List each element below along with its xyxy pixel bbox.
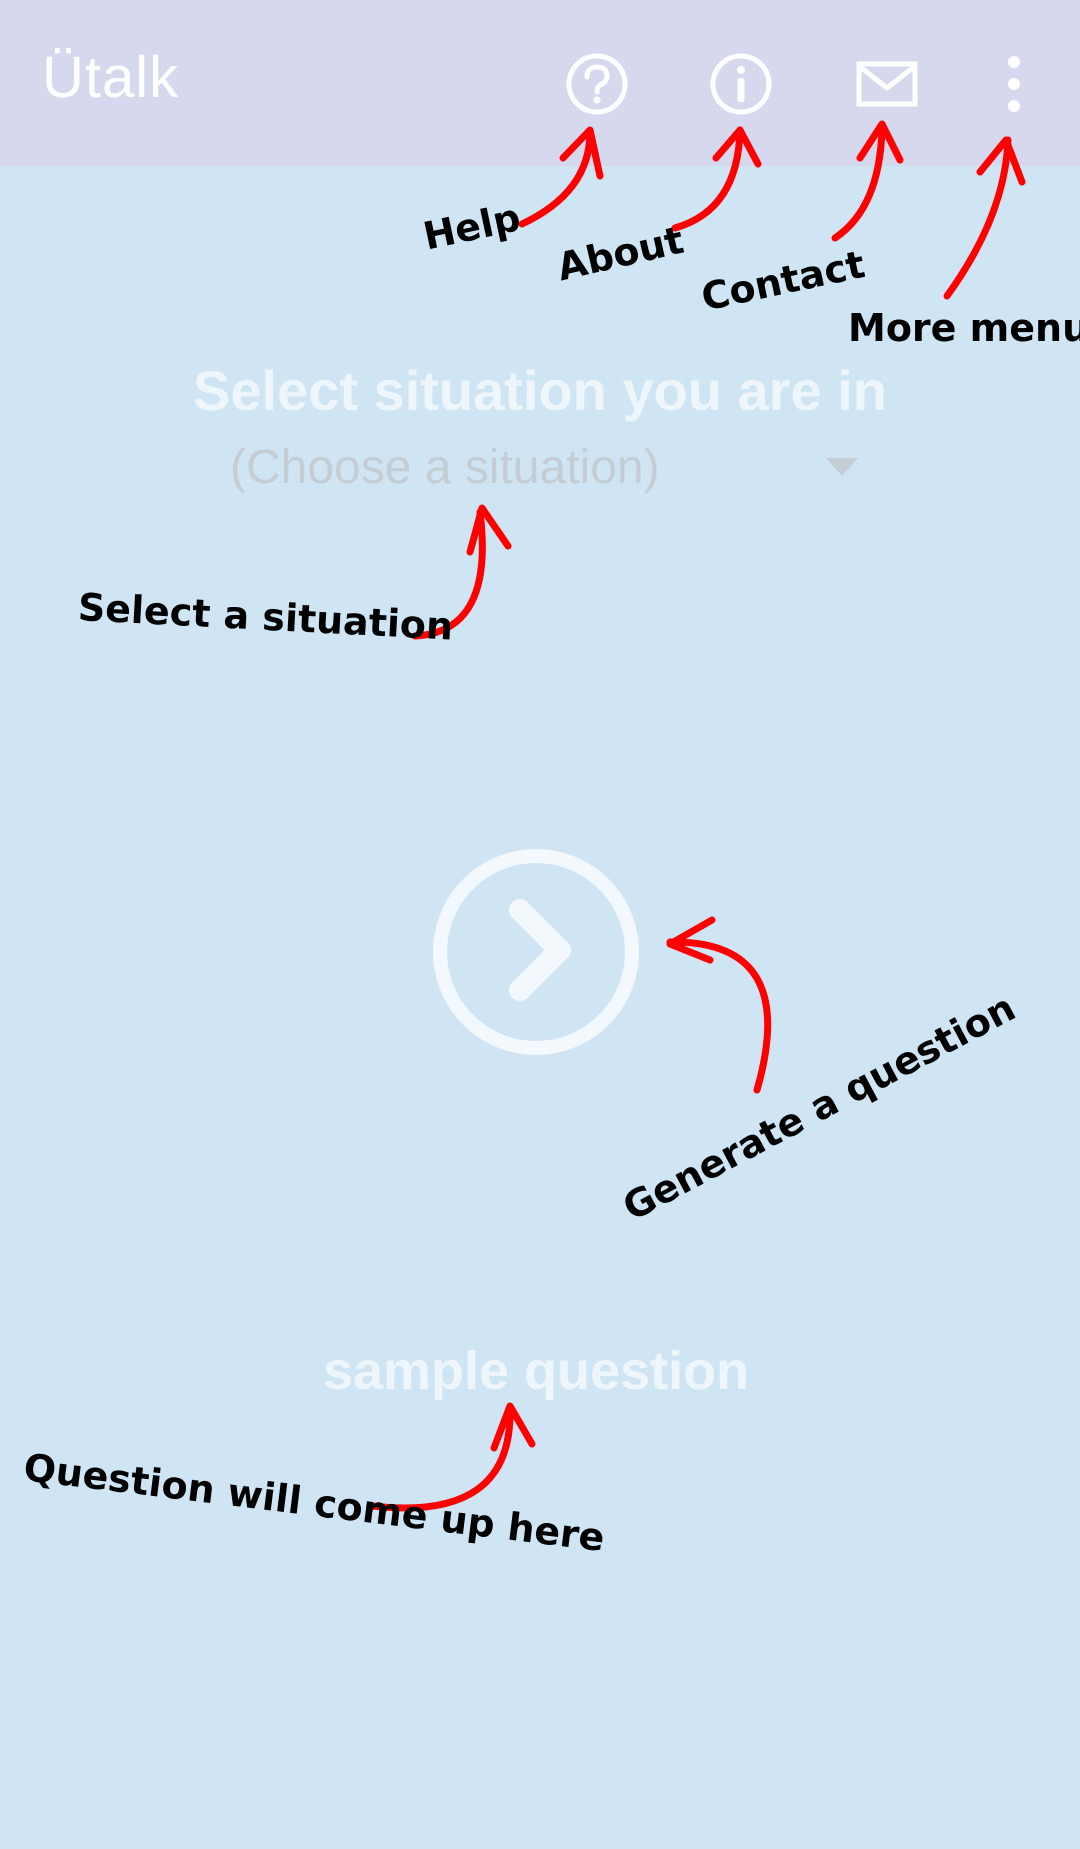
- annotation-about: About: [553, 217, 688, 290]
- annotation-more-menu: More menu: [848, 306, 1080, 350]
- chevron-right-circle-icon: [433, 849, 639, 1055]
- generate-question-button[interactable]: [430, 846, 642, 1058]
- vertical-ellipsis-icon: [1008, 56, 1020, 112]
- info-circle-icon: [710, 53, 772, 115]
- more-menu-button[interactable]: [978, 48, 1050, 120]
- annotation-help: Help: [419, 195, 525, 259]
- select-situation-arrowhead: [466, 504, 512, 556]
- help-circle-icon: [566, 53, 628, 115]
- situation-placeholder: (Choose a situation): [230, 441, 660, 494]
- contact-button[interactable]: [851, 48, 923, 120]
- prompt-title: Select situation you are in: [193, 359, 887, 422]
- help-button[interactable]: [561, 48, 633, 120]
- app-bar: Ütalk: [0, 0, 1080, 166]
- app-title: Ütalk: [42, 45, 180, 110]
- question-arrowhead: [490, 1402, 536, 1452]
- about-button[interactable]: [705, 48, 777, 120]
- annotation-generate-question: Generate a question: [615, 985, 1023, 1230]
- generate-arrow: [666, 938, 772, 1094]
- annotation-contact: Contact: [697, 242, 869, 320]
- situation-dropdown[interactable]: (Choose a situation): [218, 432, 878, 504]
- annotation-select-situation: Select a situation: [76, 585, 455, 649]
- envelope-icon: [856, 61, 918, 107]
- annotation-question-here: Question will come up here: [21, 1445, 608, 1561]
- dropdown-arrow-icon: [826, 458, 858, 476]
- question-text: sample question: [322, 1341, 750, 1401]
- generate-arrowhead: [666, 916, 716, 964]
